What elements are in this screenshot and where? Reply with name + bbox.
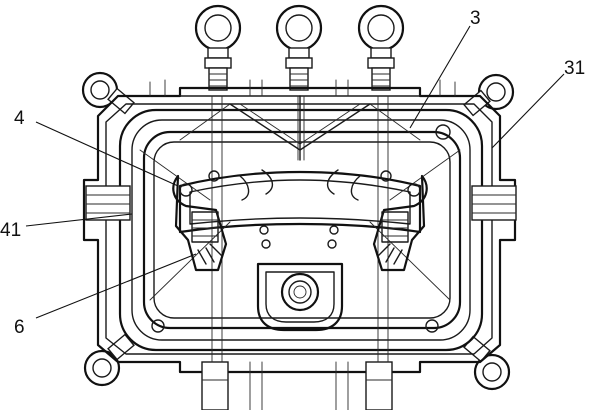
eye-bolt-top-center (275, 4, 323, 91)
part-cavity (139, 149, 461, 301)
label-6-text: 6 (14, 317, 25, 338)
sprue-bushing (256, 262, 344, 332)
label-31-text: 31 (564, 58, 585, 79)
cavity-frames (118, 95, 484, 363)
eye-bolt-top-right (357, 4, 405, 91)
ring-top-left (81, 71, 135, 115)
label-41-text: 41 (0, 220, 21, 241)
label-part-41: 41 (0, 213, 133, 241)
ring-bottom-left (83, 333, 135, 387)
side-ports (85, 124, 517, 333)
top-eye-bolts (194, 4, 405, 91)
label-4-text: 4 (14, 108, 25, 129)
part-labels: 3 31 4 41 6 (0, 8, 585, 338)
runner-system (179, 95, 421, 161)
left-core-insert (172, 169, 273, 272)
label-part-31: 31 (491, 58, 585, 149)
label-part-3: 3 (409, 8, 481, 129)
eye-bolt-top-left (194, 4, 242, 91)
label-part-4: 4 (14, 108, 179, 187)
label-3-text: 3 (470, 8, 481, 29)
mold-base-plate (82, 79, 517, 410)
label-part-6: 6 (14, 253, 197, 338)
right-core-insert (327, 169, 428, 272)
ring-top-right (463, 73, 515, 117)
